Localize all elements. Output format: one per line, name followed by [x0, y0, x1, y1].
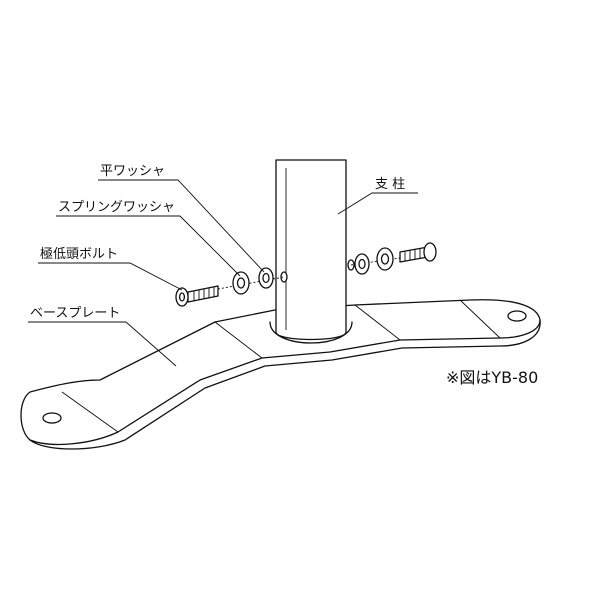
base-plate: [20, 299, 541, 450]
base-plate-hole-right: [507, 310, 527, 322]
left-flat-washer-hole: [236, 277, 246, 289]
base-plate-fold-right: [354, 304, 401, 341]
leader-base-plate: [28, 321, 177, 367]
post-hole-left: [280, 271, 288, 283]
base-plate-fold-right-outer: [459, 299, 501, 339]
model-note: ※図はYB-80: [446, 368, 538, 387]
right-spring-washer: [376, 247, 394, 271]
leader-post: [337, 192, 418, 215]
left-bolt-head: [175, 287, 189, 307]
label-base-plate: ベースプレート: [30, 306, 120, 321]
post-base-ring: [269, 321, 353, 344]
right-bolt-thread: [404, 247, 426, 261]
left-bolt-head-socket: [178, 292, 186, 302]
base-plate-fold-left: [61, 391, 119, 433]
leader-bolt: [38, 262, 183, 291]
left-spring-washer: [258, 267, 274, 289]
post-body: [275, 159, 347, 341]
leader-lines: [28, 179, 418, 367]
base-plate-edge: [29, 319, 541, 450]
left-spring-washer-hole: [262, 272, 270, 284]
label-post: 支 柱: [375, 177, 405, 192]
leader-flat-washer: [98, 179, 265, 273]
left-bolt-thread: [193, 287, 215, 301]
label-bolt: 極低頭ボルト: [40, 246, 118, 262]
left-fastener-set: [175, 267, 285, 307]
base-plate-fold-left-inner: [214, 321, 263, 359]
leader-spring-washer: [56, 215, 241, 277]
post: [269, 159, 355, 344]
label-flat-washer: 平ワッシャ: [100, 164, 165, 179]
right-flat-washer-hole: [358, 258, 366, 270]
right-flat-washer: [354, 253, 370, 275]
left-axis-line: [217, 276, 285, 290]
base-plate-hole-left: [42, 412, 62, 424]
left-flat-washer: [232, 271, 250, 295]
right-spring-washer-hole: [380, 253, 390, 265]
label-spring-washer: スプリングワッシャ: [58, 200, 175, 215]
right-bolt-head: [423, 242, 437, 262]
left-bolt-shank: [187, 285, 219, 303]
right-fastener-set: [350, 242, 437, 275]
